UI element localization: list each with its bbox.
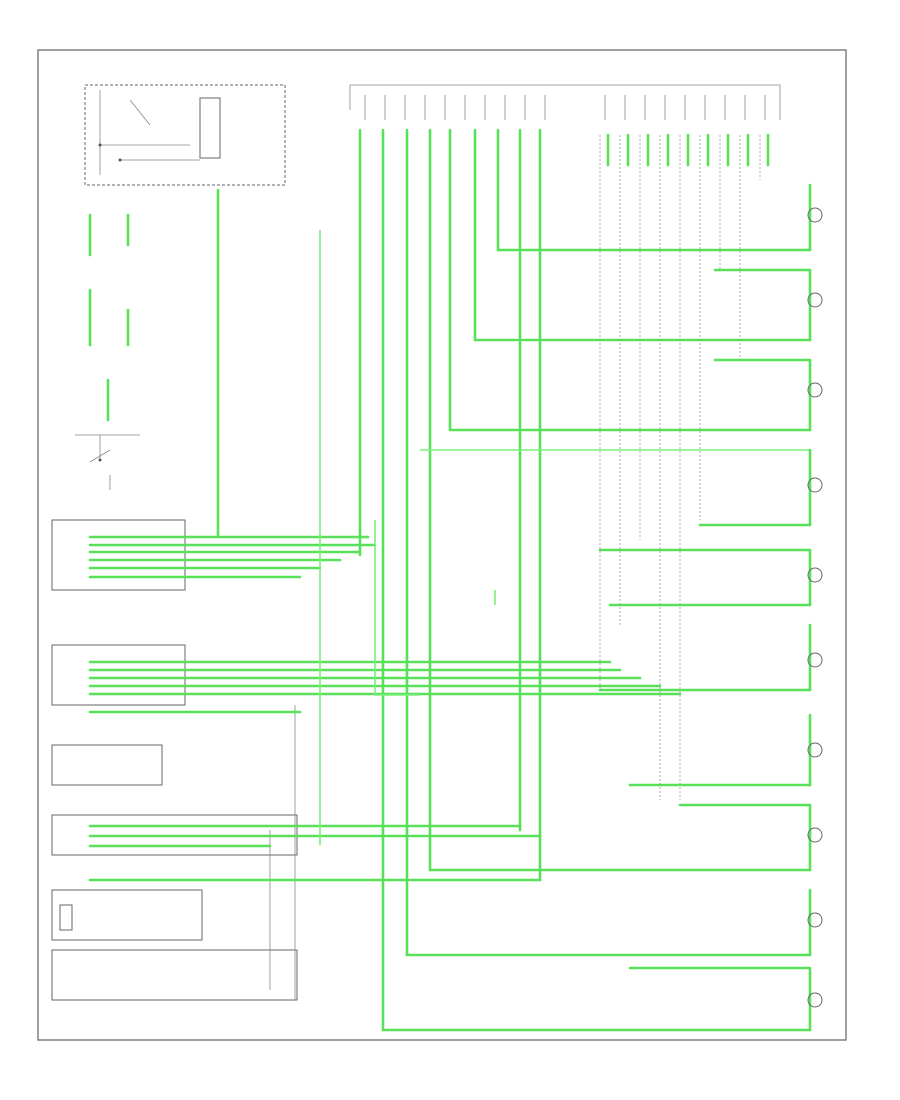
junction-connectors [51, 519, 298, 1001]
lamp-5 [807, 567, 823, 583]
lamp-8 [807, 827, 823, 843]
light-control-switch [75, 434, 140, 490]
lamp-9 [807, 912, 823, 928]
lamp-2 [807, 292, 823, 308]
fuse-relay-box [84, 84, 286, 186]
lamp-1 [807, 207, 823, 223]
lamp-7 [807, 742, 823, 758]
combination-meter [349, 84, 781, 120]
diagram-frame [37, 49, 847, 1041]
lamp-10 [807, 992, 823, 1008]
lamp-3 [807, 382, 823, 398]
lamp-6 [807, 652, 823, 668]
lamps [807, 207, 823, 1008]
lamp-4 [807, 477, 823, 493]
clock [59, 904, 73, 931]
shield-lines [599, 135, 761, 800]
wires [88, 128, 812, 1032]
